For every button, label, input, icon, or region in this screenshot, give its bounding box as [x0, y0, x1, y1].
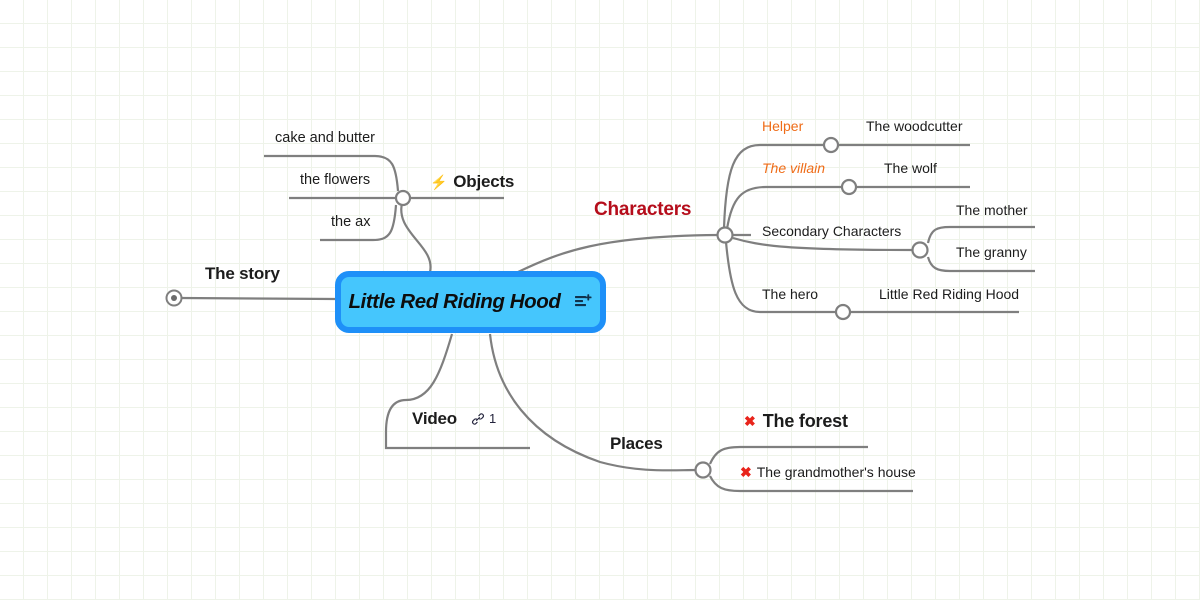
node-the-woodcutter-label: The woodcutter: [866, 118, 963, 134]
node-little-red-riding-hood-leaf[interactable]: Little Red Riding Hood: [879, 287, 1019, 301]
node-helper-label: Helper: [762, 118, 804, 134]
video-link-badge[interactable]: 1: [471, 412, 496, 426]
edge-characters-hero: [724, 241, 836, 314]
junction-hero[interactable]: [834, 303, 852, 321]
edge-objects-ax: [320, 204, 398, 242]
edge-places-forest: [708, 445, 868, 465]
edge-characters-villain: [725, 185, 842, 230]
edge-root-characters: [517, 233, 719, 273]
node-cake-and-butter[interactable]: cake and butter: [275, 131, 375, 146]
node-characters[interactable]: Characters: [594, 200, 691, 219]
node-secondary-characters-label: Secondary Characters: [762, 223, 902, 239]
edge-root-places: [488, 333, 698, 472]
node-the-granny[interactable]: The granny: [956, 245, 1027, 259]
node-video[interactable]: Video 1: [412, 410, 496, 427]
node-the-hero-label: The hero: [762, 286, 819, 302]
junction-places[interactable]: [694, 461, 712, 479]
edge-objects-cake: [264, 154, 400, 192]
notes-plus-icon[interactable]: [574, 294, 593, 310]
node-the-wolf-label: The wolf: [884, 160, 937, 176]
node-the-hero[interactable]: The hero: [762, 287, 818, 301]
node-the-flowers[interactable]: the flowers: [300, 173, 370, 188]
link-chain-icon: [471, 412, 485, 426]
junction-objects[interactable]: [394, 189, 412, 207]
node-the-mother[interactable]: The mother: [956, 203, 1028, 217]
node-the-villain-label: The villain: [762, 160, 826, 176]
node-the-wolf[interactable]: The wolf: [884, 161, 937, 175]
node-video-label: Video: [412, 409, 457, 428]
edge-root-video: [384, 333, 530, 450]
node-the-villain[interactable]: The villain: [762, 161, 825, 175]
edge-places-grandmother: [709, 475, 913, 493]
node-places-label: Places: [610, 434, 663, 453]
edge-root-objects: [400, 198, 432, 273]
junction-secondary-characters[interactable]: [911, 241, 929, 259]
lightning-bolt-icon: ⚡: [430, 173, 448, 190]
node-objects[interactable]: ⚡ Objects: [430, 173, 514, 190]
node-the-ax[interactable]: the ax: [331, 215, 371, 230]
red-x-icon: ✖: [744, 413, 756, 429]
red-x-icon: ✖: [740, 464, 752, 480]
node-the-flowers-label: the flowers: [300, 172, 371, 188]
edge-secondary-mother: [926, 225, 1035, 244]
node-places[interactable]: Places: [610, 435, 663, 452]
video-link-count: 1: [488, 411, 497, 426]
node-helper[interactable]: Helper: [762, 119, 803, 133]
node-grandmothers-house-label: The grandmother's house: [756, 464, 916, 480]
node-the-story-label: The story: [205, 264, 280, 283]
node-the-granny-label: The granny: [956, 244, 1027, 260]
story-collapsed-indicator[interactable]: [165, 289, 183, 307]
junction-villain[interactable]: [840, 178, 858, 196]
edge-characters-helper: [722, 143, 824, 229]
edge-root-story: [180, 296, 336, 301]
junction-helper[interactable]: [822, 136, 840, 154]
node-the-mother-label: The mother: [956, 202, 1028, 218]
node-the-ax-label: the ax: [331, 214, 371, 230]
node-objects-label: Objects: [453, 172, 515, 191]
node-grandmothers-house[interactable]: ✖ The grandmother's house: [740, 465, 916, 479]
node-secondary-characters[interactable]: Secondary Characters: [762, 224, 901, 238]
node-the-forest-label: The forest: [762, 411, 848, 431]
junction-characters[interactable]: [716, 226, 734, 244]
node-little-red-riding-hood-leaf-label: Little Red Riding Hood: [879, 286, 1020, 302]
edge-secondary-granny: [926, 256, 1035, 273]
node-characters-label: Characters: [594, 199, 692, 220]
edge-characters-secondary: [732, 236, 914, 252]
node-the-forest[interactable]: ✖ The forest: [744, 412, 848, 430]
root-node[interactable]: Little Red Riding Hood: [335, 271, 606, 333]
root-node-title: Little Red Riding Hood: [348, 290, 561, 313]
node-cake-and-butter-label: cake and butter: [275, 130, 375, 146]
node-the-story[interactable]: The story: [205, 265, 280, 282]
node-the-woodcutter[interactable]: The woodcutter: [866, 119, 963, 133]
